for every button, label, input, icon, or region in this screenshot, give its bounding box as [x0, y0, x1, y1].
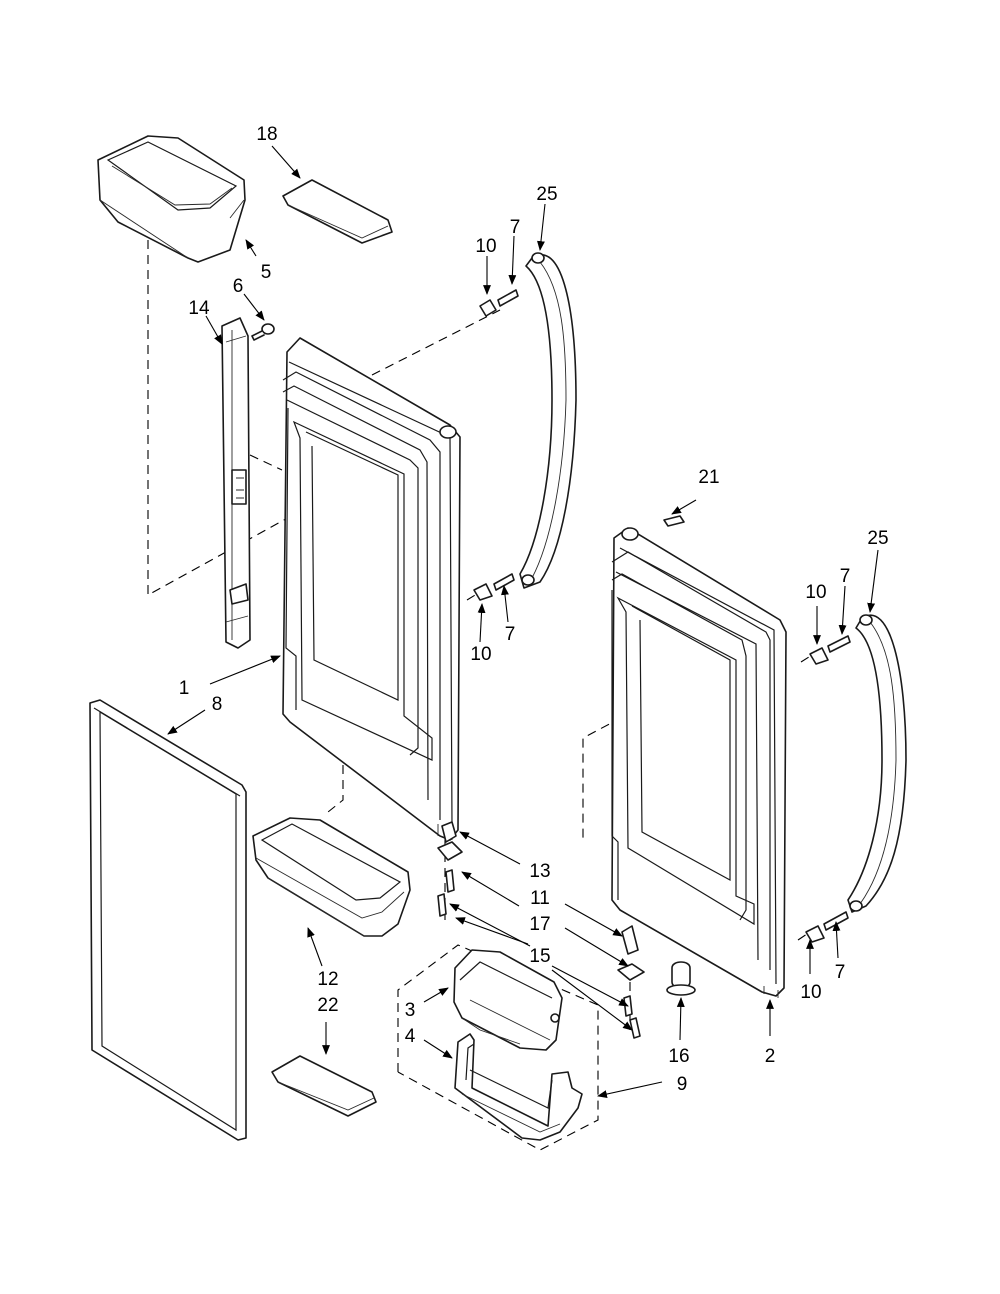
- dairy-bin: [454, 1033, 583, 1141]
- callout-7-upper-right: 7: [840, 566, 851, 587]
- callout-9: 9: [677, 1074, 688, 1095]
- callout-7-upper-left: 7: [510, 217, 521, 238]
- door-gasket: [89, 699, 247, 1141]
- callout-10-lower-right: 10: [800, 982, 821, 1003]
- door-right: [611, 527, 787, 998]
- callout-17: 17: [529, 914, 550, 935]
- callout-4: 4: [405, 1026, 416, 1047]
- callout-7-lower-left: 7: [505, 624, 516, 645]
- screw-6: [251, 323, 275, 341]
- callout-13: 13: [529, 861, 550, 882]
- door-bin-upper: [97, 135, 246, 263]
- callout-14: 14: [188, 298, 210, 319]
- callout-15: 15: [529, 946, 550, 967]
- door-hinge-strip: [221, 317, 251, 649]
- callout-22: 22: [317, 995, 338, 1016]
- callout-5: 5: [261, 262, 272, 283]
- callout-labels: 18 5 6 14 25 7 10 10 7 21 25 7 10 1 8 13…: [179, 124, 889, 1095]
- callout-11: 11: [530, 888, 550, 909]
- bin-cover-lower: [271, 1055, 377, 1117]
- kit-boundary-box: [397, 944, 599, 1151]
- callout-10-upper-left: 10: [475, 236, 496, 257]
- callout-25-left: 25: [536, 184, 557, 205]
- handle-fasteners: [473, 289, 851, 943]
- callout-18: 18: [256, 124, 277, 145]
- door-left: [282, 337, 461, 841]
- handle-right: [847, 614, 907, 913]
- callout-8: 8: [212, 694, 223, 715]
- callout-16: 16: [668, 1046, 689, 1067]
- leader-arrows: [167, 145, 879, 1098]
- callout-3: 3: [405, 1000, 416, 1021]
- callout-7-lower-right: 7: [835, 962, 846, 983]
- callout-12: 12: [317, 969, 338, 990]
- handle-left: [519, 252, 577, 589]
- dairy-door: [453, 949, 563, 1051]
- callout-25-right: 25: [867, 528, 888, 549]
- bin-cover-upper: [282, 179, 393, 244]
- callout-6: 6: [233, 276, 244, 297]
- door-bin-lower: [252, 817, 411, 937]
- callout-10-upper-right: 10: [805, 582, 826, 603]
- callout-1: 1: [179, 678, 190, 699]
- callout-2: 2: [765, 1046, 776, 1067]
- callout-21: 21: [698, 467, 719, 488]
- callout-10-lower-left: 10: [470, 644, 491, 665]
- door-tab: [663, 515, 685, 527]
